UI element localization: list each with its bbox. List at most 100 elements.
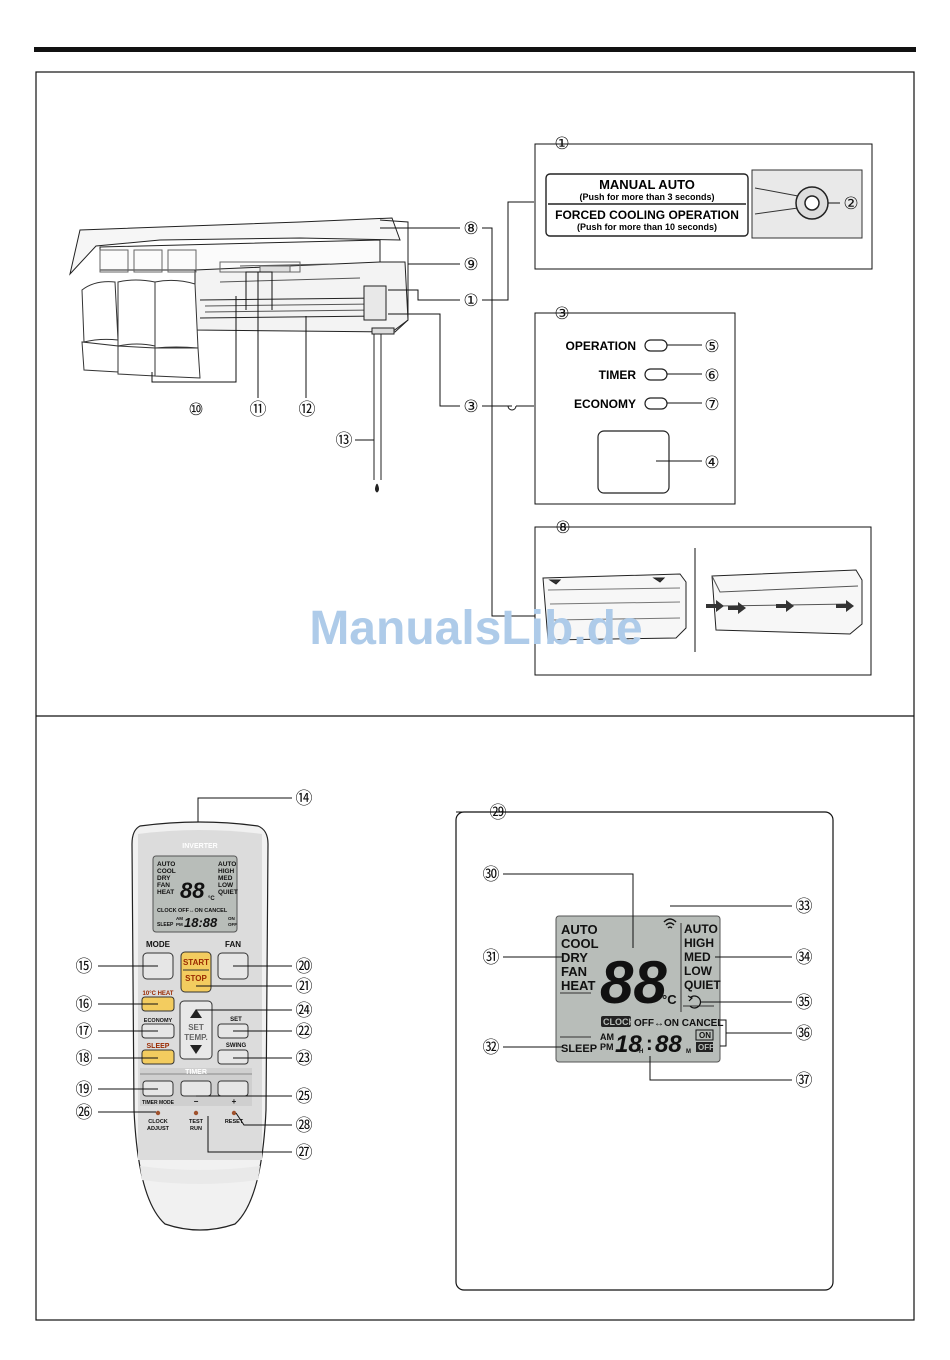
display-fan-high: HIGH	[684, 936, 714, 950]
display-fan-low: LOW	[684, 964, 713, 978]
display-colon: :	[646, 1033, 653, 1055]
display-minute: 88	[655, 1031, 682, 1058]
manual-auto-panel	[534, 143, 873, 270]
callout-28: ㉘	[296, 1116, 313, 1135]
set-temp-label-1: SET	[188, 1023, 204, 1032]
forced-cooling-title: FORCED COOLING OPERATION	[555, 208, 739, 222]
svg-text:ON: ON	[228, 916, 235, 921]
timer-mode-label: TIMER MODE	[142, 1100, 175, 1106]
callout-7: ⑦	[704, 395, 719, 414]
stop-label: STOP	[185, 974, 207, 983]
remote-leaders	[98, 797, 292, 1153]
callout-24: ㉔	[296, 1001, 313, 1020]
display-on: ON	[699, 1031, 711, 1040]
callout-15: ⑮	[76, 957, 93, 976]
display-clock: CLOCK	[603, 1017, 635, 1027]
svg-text:OFF: OFF	[228, 922, 237, 927]
svg-text:FAN: FAN	[157, 882, 170, 889]
callout-25: ㉕	[296, 1087, 313, 1106]
clock-adjust-label-1: CLOCK	[148, 1119, 168, 1125]
callout-22: ㉒	[296, 1022, 313, 1041]
forced-cooling-hint: (Push for more than 10 seconds)	[577, 222, 717, 232]
outer-frame	[35, 71, 915, 1321]
display-hour: 18	[615, 1031, 642, 1058]
sleep-label: SLEEP	[147, 1043, 170, 1050]
svg-text:CLOCK: CLOCK	[157, 908, 177, 914]
svg-text:SLEEP: SLEEP	[157, 922, 174, 928]
display-am: AM	[600, 1032, 614, 1042]
svg-text:18:88: 18:88	[184, 915, 218, 930]
callout-23: ㉓	[296, 1049, 313, 1068]
operation-label: OPERATION	[566, 339, 636, 353]
display-pm: PM	[600, 1042, 614, 1052]
callout-31: ㉛	[483, 948, 500, 967]
indicator-panel	[534, 312, 736, 505]
display-temp-unit: °C	[662, 992, 677, 1007]
fan-label: FAN	[225, 940, 241, 949]
svg-text:DRY: DRY	[157, 875, 171, 882]
economy-label: ECONOMY	[574, 397, 636, 411]
callout-6: ⑥	[704, 366, 719, 385]
callout-1-box: ①	[554, 134, 569, 153]
display-timer-row: OFF↔ON CANCEL	[634, 1018, 723, 1029]
timer-band-label: TIMER	[185, 1069, 207, 1076]
display-off: OFF	[698, 1043, 714, 1052]
display-mode-cool: COOL	[561, 936, 599, 951]
svg-text:AM: AM	[176, 916, 183, 921]
remote-lcd: AUTO COOL DRY FAN HEAT AUTO HIGH MED LOW…	[157, 861, 238, 930]
callout-34: ㉞	[796, 948, 813, 967]
display-mode-fan: FAN	[561, 964, 587, 979]
display-temp-digits: 88	[600, 949, 667, 1016]
callout-9: ⑨	[463, 255, 478, 274]
callout-12: ⑫	[299, 400, 316, 419]
callout-8-box: ⑧	[555, 518, 570, 537]
economy-button-label: ECONOMY	[144, 1018, 173, 1024]
callout-35: ㉟	[796, 993, 813, 1012]
svg-text:88: 88	[180, 878, 205, 903]
manual-auto-title: MANUAL AUTO	[599, 177, 695, 192]
display-fan-auto: AUTO	[684, 922, 718, 936]
callout-2: ②	[843, 194, 858, 213]
indoor-unit-illustration	[69, 217, 409, 493]
timer-label: TIMER	[599, 368, 637, 382]
set-label: SET	[230, 1017, 242, 1023]
remote-control	[131, 821, 269, 1231]
callout-4: ④	[704, 453, 719, 472]
callout-1: ①	[463, 291, 478, 310]
callout-27: ㉗	[296, 1143, 313, 1162]
callout-36: ㊱	[796, 1024, 813, 1043]
callout-5: ⑤	[704, 337, 719, 356]
callout-16: ⑯	[76, 995, 93, 1014]
svg-text:LOW: LOW	[218, 882, 234, 889]
clock-adjust-label-2: ADJUST	[147, 1126, 170, 1132]
callout-29: ㉙	[490, 803, 507, 822]
svg-text:PM: PM	[176, 922, 183, 927]
test-run-label-2: RUN	[190, 1126, 202, 1132]
plus-label: +	[232, 1097, 237, 1106]
callout-21: ㉑	[296, 977, 313, 996]
display-leaders	[503, 873, 792, 1081]
display-fan-quiet: QUIET	[684, 978, 721, 992]
callout-14: ⑭	[296, 789, 313, 808]
test-run-label-1: TEST	[189, 1119, 204, 1125]
svg-text:AUTO: AUTO	[157, 861, 175, 868]
heat10-label: 10°C HEAT	[143, 991, 174, 997]
callout-33: ㉝	[796, 897, 813, 916]
swing-label: SWING	[226, 1043, 247, 1049]
svg-text:°C: °C	[208, 896, 215, 902]
remote-brand: INVERTER	[182, 843, 217, 850]
reset-label: RESET	[225, 1119, 244, 1125]
callout-30: ㉚	[483, 865, 500, 884]
callout-13: ⑬	[336, 431, 353, 450]
callout-37: ㊲	[796, 1071, 813, 1090]
callout-19: ⑲	[76, 1080, 93, 1099]
watermark: ManualsLib.de	[309, 602, 642, 655]
start-label: START	[183, 958, 209, 967]
callout-32: ㉜	[483, 1038, 500, 1057]
svg-text:MED: MED	[218, 875, 233, 882]
svg-text:OFF↔ON CANCEL: OFF↔ON CANCEL	[178, 908, 228, 914]
svg-text:QUIET: QUIET	[218, 889, 238, 896]
display-on-box	[695, 1029, 714, 1041]
display-sleep: SLEEP	[561, 1043, 597, 1055]
